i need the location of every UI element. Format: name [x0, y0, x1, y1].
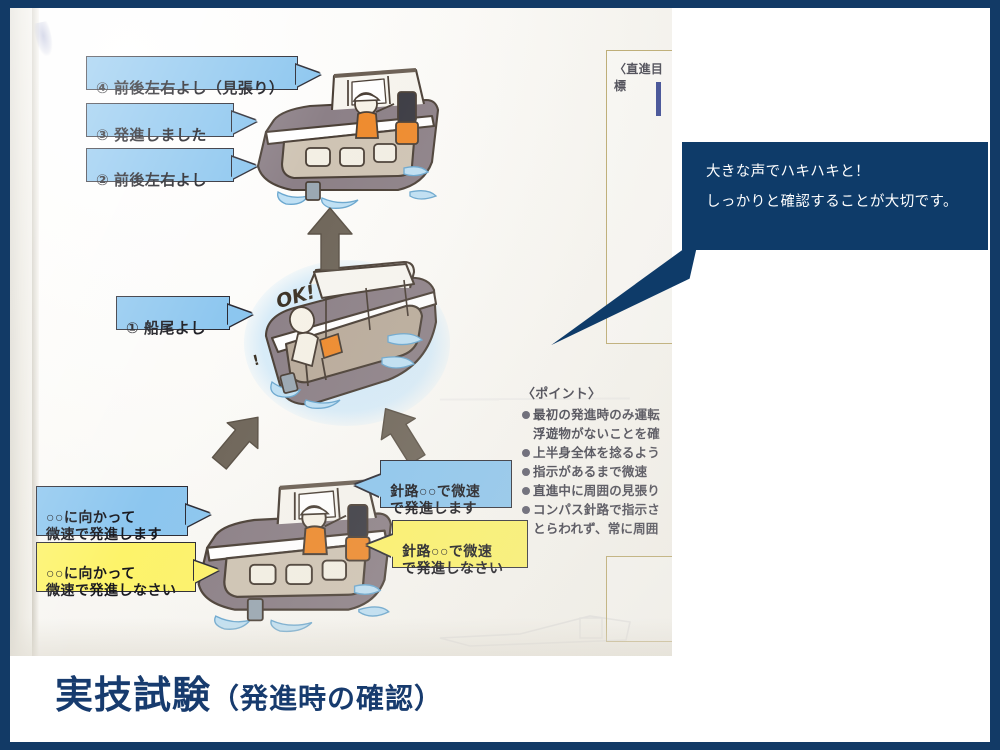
- callout-box: 大きな声でハキハキと！ しっかりと確認することが大切です。: [682, 142, 988, 250]
- page-title-sub: （発進時の確認）: [211, 683, 444, 714]
- bullet-dot-icon: [522, 505, 530, 514]
- speech-bubble-left-command: ○○に向かって 微速で発進しなさい: [36, 542, 219, 598]
- callout-line-2: しっかりと確認することが大切です。: [706, 193, 958, 210]
- bullet-dot-icon: [522, 486, 530, 495]
- textbook-figure-heading: 〈直進目標: [614, 62, 664, 93]
- points-item-2-text: 指示があるまで微速: [533, 464, 648, 479]
- title-area: 実技試験（発進時の確認）: [10, 656, 990, 742]
- boat-illustration-top: [256, 68, 440, 209]
- points-item-0-continuation: 浮遊物がないことを確: [533, 426, 661, 441]
- speech-bubble-1: ① 船尾よし: [116, 296, 253, 337]
- speech-bubble-right-command-tail: [367, 534, 393, 557]
- speech-bubble-left-command-tail: [194, 561, 219, 584]
- callout-line-1: 大きな声でハキハキと！: [706, 164, 870, 180]
- speech-bubble-left-statement-text: ○○に向かって 微速で発進します: [46, 509, 162, 543]
- speech-bubble-3-text: ③ 発進しました: [96, 127, 207, 145]
- speech-bubble-right-command-text: 針路○○で微速 で発進しなさい: [402, 543, 504, 577]
- speech-bubble-2-text: ② 前後左右よし: [96, 172, 207, 190]
- points-heading: 〈ポイント〉: [522, 386, 602, 401]
- speech-bubble-right-statement-text: 針路○○で微速 で発進します: [390, 483, 481, 517]
- bullet-dot-icon: [522, 410, 530, 419]
- speech-bubble-right-statement-tail: [355, 474, 381, 497]
- speech-bubble-left-statement: ○○に向かって 微速で発進します: [36, 486, 211, 542]
- points-item-4-continuation: とらわれず、常に周囲: [533, 521, 659, 536]
- speech-bubble-right-statement: 針路○○で微速 で発進します: [355, 460, 512, 516]
- points-item-0-text: 最初の発進時のみ運転: [533, 407, 661, 422]
- textbook-figure-marker: [656, 82, 661, 116]
- points-item-1-text: 上半身全体を捻るよう: [533, 445, 661, 460]
- flow-arrow-up: [307, 207, 353, 271]
- points-item-1: 上半身全体を捻るよう: [522, 444, 672, 463]
- boat-illustration-middle: [264, 260, 438, 409]
- bullet-dot-icon: [522, 467, 530, 476]
- page-edge-highlight: [32, 8, 39, 656]
- textbook-figure-box-top: [606, 50, 672, 344]
- boat-illustration-bottom: [197, 479, 393, 633]
- speech-bubble-left-command-text: ○○に向かって 微速で発進しなさい: [46, 565, 177, 599]
- points-item-4: コンパス針路で指示さ: [522, 501, 672, 520]
- speech-bubble-1-text: ① 船尾よし: [126, 320, 206, 338]
- speech-bubble-1-tail: [228, 305, 253, 328]
- flow-arrow-up-right-left: [211, 416, 259, 470]
- speech-bubble-2-tail: [232, 157, 257, 180]
- page-title: 実技試験（発進時の確認）: [55, 664, 443, 719]
- textbook-photo: OK! ! ④ 前後左右よし（見張り） ③ 発進しました ② 前後左右よし ① …: [10, 8, 672, 656]
- speech-bubble-3-tail: [232, 112, 257, 135]
- page-edge-shadow: [10, 8, 36, 656]
- speech-bubble-4: ④ 前後左右よし（見張り）: [86, 56, 321, 97]
- page-title-main: 実技試験: [55, 675, 212, 717]
- callout-text: 大きな声でハキハキと！ しっかりと確認することが大切です。: [706, 158, 974, 217]
- photo-bottom-shadow: [10, 618, 672, 656]
- textbook-points-list: 〈ポイント〉 最初の発進時のみ運転 浮遊物がないことを確 上半身全体を捻るよう …: [522, 384, 672, 539]
- points-item-3: 直進中に周囲の見張り: [522, 482, 672, 501]
- speech-bubble-3: ③ 発進しました: [86, 103, 257, 144]
- speech-bubble-left-statement-tail: [186, 505, 211, 528]
- speech-bubble-4-text: ④ 前後左右よし（見張り）: [96, 80, 285, 98]
- points-item-2: 指示があるまで微速: [522, 463, 672, 482]
- points-item-3-text: 直進中に周囲の見張り: [533, 483, 661, 498]
- points-item-0: 最初の発進時のみ運転: [522, 406, 672, 425]
- bullet-dot-icon: [522, 448, 530, 457]
- points-item-4-text: コンパス針路で指示さ: [533, 502, 661, 517]
- speech-bubble-4-tail: [296, 64, 321, 87]
- slide-page: OK! ! ④ 前後左右よし（見張り） ③ 発進しました ② 前後左右よし ① …: [10, 8, 990, 742]
- speech-bubble-2: ② 前後左右よし: [86, 148, 257, 189]
- speech-bubble-right-command: 針路○○で微速 で発進しなさい: [367, 520, 528, 576]
- flow-arrow-up-left-right: [380, 408, 426, 466]
